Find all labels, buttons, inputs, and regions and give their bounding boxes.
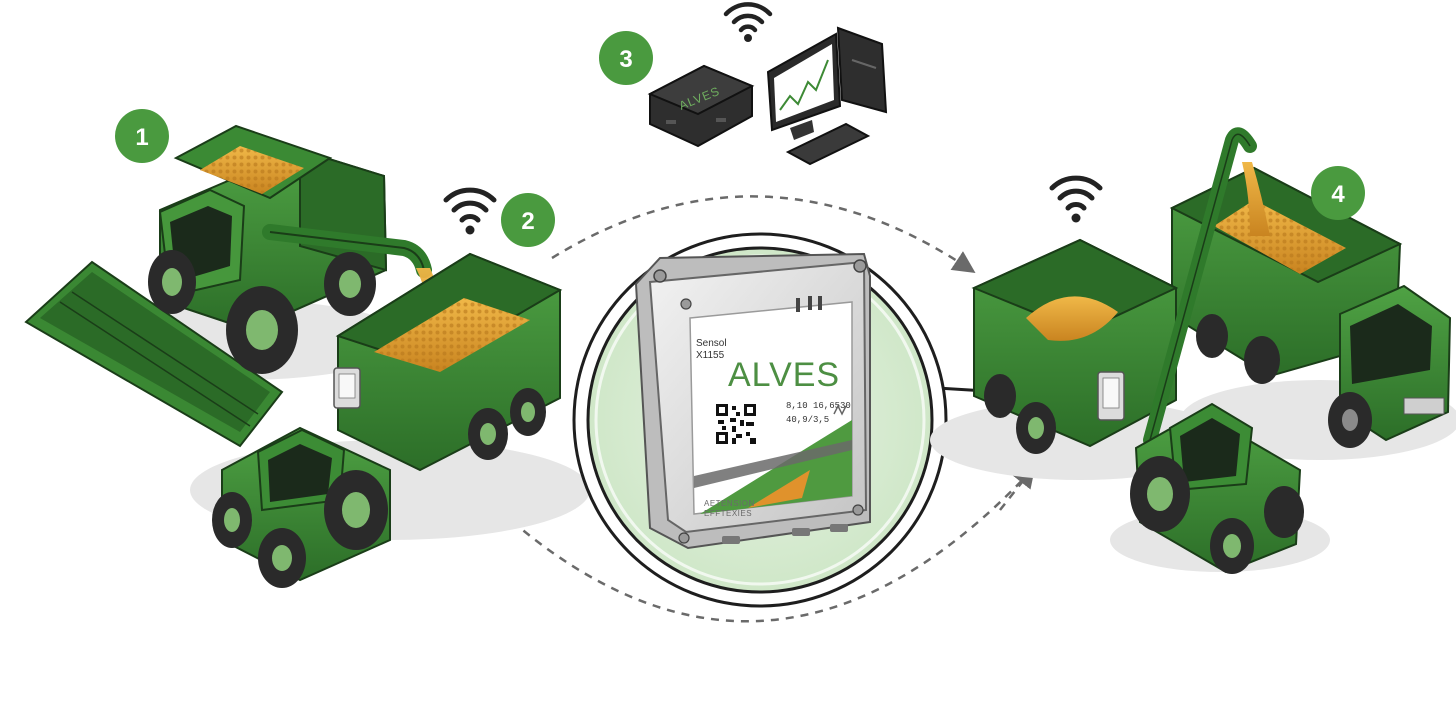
sensor-device: Sensol X1155 ALVES 8,10 16,6530 40,9/3,5…	[636, 254, 870, 548]
status-led-1	[796, 298, 800, 312]
arrow-bottom-right-head	[1000, 472, 1030, 510]
device-label-line2: X1155	[696, 350, 725, 361]
step-badge-4: 4	[1311, 166, 1365, 220]
status-led-3	[818, 296, 822, 310]
wifi-icon	[446, 190, 494, 234]
device-code-1: 8,10 16,6530	[786, 401, 851, 411]
gateway-device: ALVES	[650, 66, 752, 146]
wifi-icon	[1052, 178, 1100, 222]
computer-icon	[768, 28, 886, 164]
step-number-1: 1	[135, 124, 148, 151]
step-badge-1: 1	[115, 109, 169, 163]
step-badge-3: 3	[599, 31, 653, 85]
device-footer-2: EFFTEXIES	[704, 509, 752, 518]
step-number-2: 2	[521, 208, 534, 235]
status-led-2	[808, 296, 812, 310]
qr-code-icon	[716, 404, 756, 444]
wifi-icon	[726, 4, 770, 42]
device-code-2: 40,9/3,5	[786, 415, 829, 425]
device-footer-1: AETENSION	[704, 499, 755, 508]
step-badge-2: 2	[501, 193, 555, 247]
device-label-line1: Sensol	[696, 338, 727, 349]
step-number-4: 4	[1331, 181, 1345, 208]
step-number-3: 3	[619, 46, 632, 73]
device-brand: ALVES	[728, 356, 840, 394]
